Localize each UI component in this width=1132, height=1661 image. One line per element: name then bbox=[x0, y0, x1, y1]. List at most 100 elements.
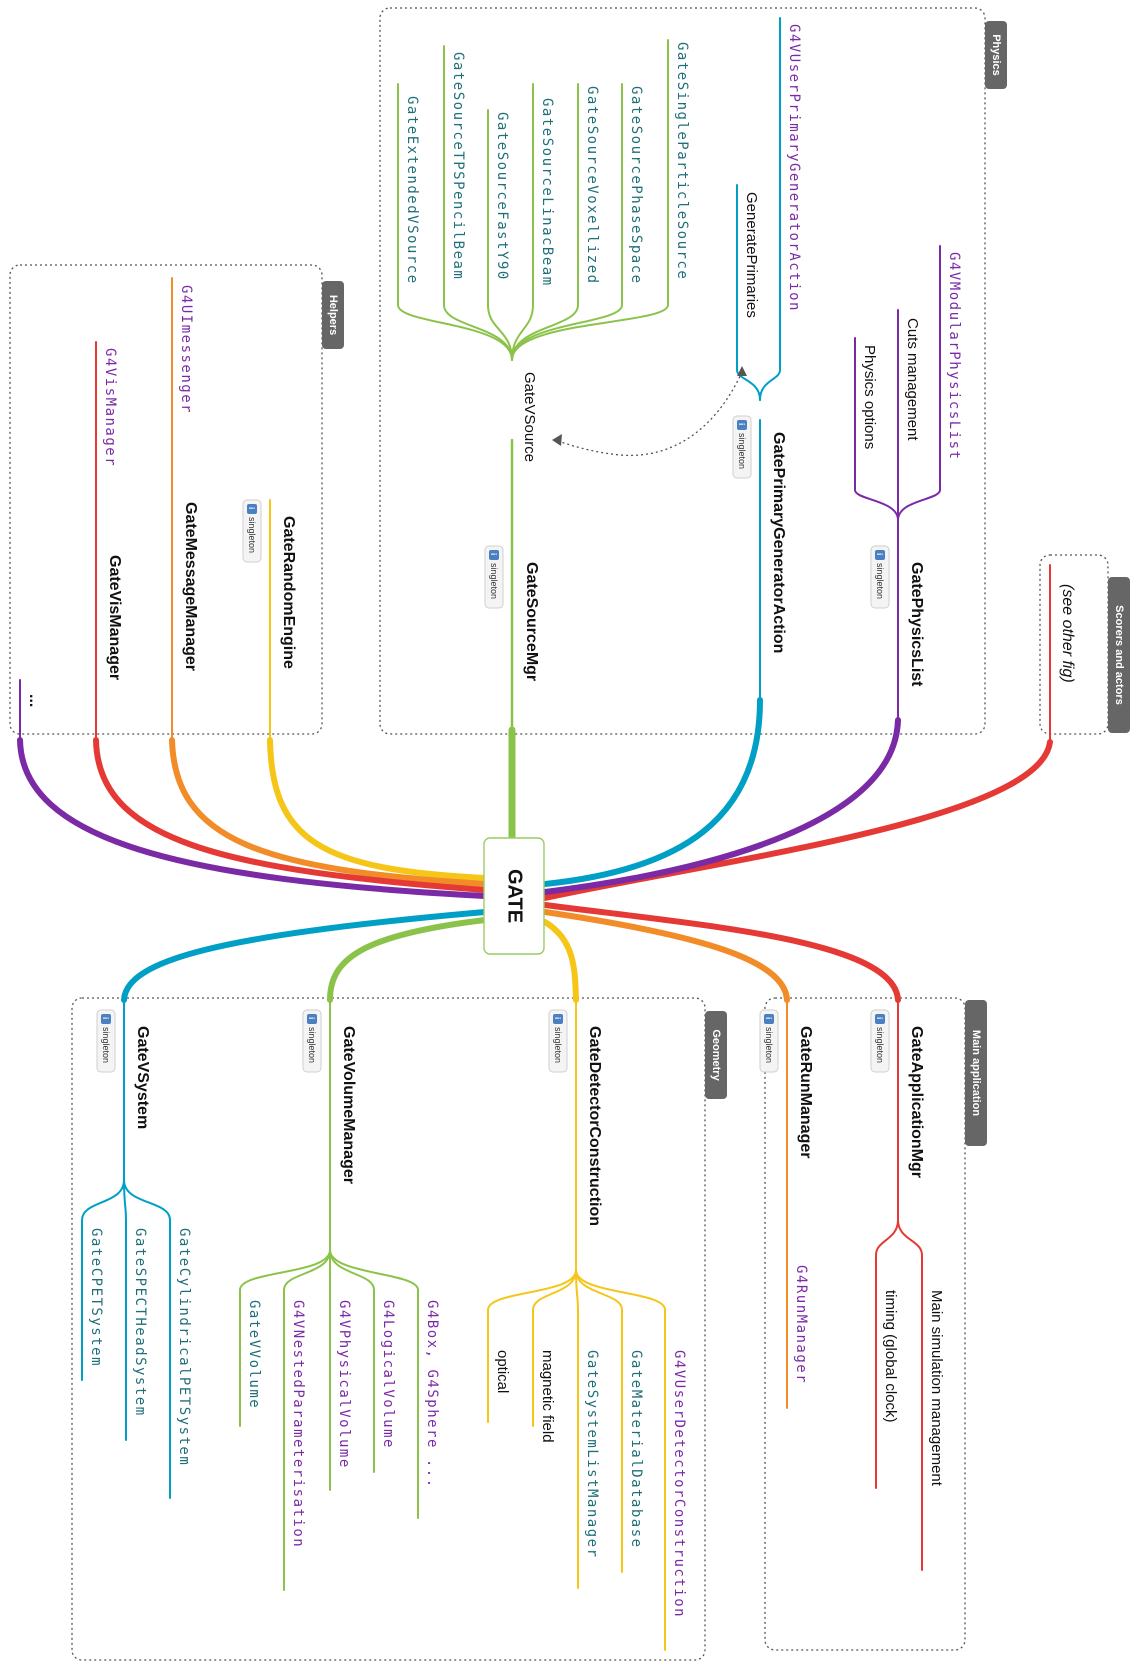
source-mgr-node[interactable]: GateSourceMgr i singleton GateVSource Ga… bbox=[397, 39, 690, 732]
svg-text:singleton: singleton bbox=[875, 1027, 885, 1063]
detector-child-magnetic: magnetic field bbox=[539, 1350, 556, 1443]
svg-text:singleton: singleton bbox=[875, 563, 885, 599]
svg-text:Main application: Main application bbox=[970, 1030, 982, 1116]
branch-application-mgr bbox=[542, 902, 901, 1003]
application-mgr-node[interactable]: GateApplicationMgr i singleton Main simu… bbox=[870, 999, 945, 1571]
main-app-group-tag: Main application bbox=[965, 1000, 987, 1146]
physics-group-tag: Physics bbox=[985, 21, 1007, 89]
run-manager-singleton-badge: i singleton bbox=[759, 1009, 779, 1073]
helpers-group-tag: Helpers bbox=[322, 281, 344, 349]
primary-gen-node[interactable]: GatePrimaryGeneratorAction i singleton G… bbox=[552, 17, 802, 701]
branch-detector-construction bbox=[542, 919, 579, 1003]
svg-text:singleton: singleton bbox=[553, 1027, 563, 1063]
svg-text:i: i bbox=[875, 1017, 884, 1019]
detector-construction-singleton-badge: i singleton bbox=[548, 1009, 568, 1073]
svg-text:i: i bbox=[307, 1017, 316, 1019]
detector-construction-label: GateDetectorConstruction bbox=[586, 1026, 603, 1226]
volume-child-logical: G4LogicalVolume bbox=[380, 1300, 396, 1449]
application-mgr-child-timing: timing (global clock) bbox=[882, 1290, 899, 1423]
center-node[interactable]: GATE bbox=[483, 837, 545, 955]
source-fast-y90: GateSourceFastY90 bbox=[494, 112, 510, 281]
physics-list-child-cuts: Cuts management bbox=[904, 318, 921, 441]
scorers-group-tag: Scorers and actors bbox=[1108, 577, 1130, 733]
svg-text:i: i bbox=[553, 1017, 562, 1019]
random-engine-label: GateRandomEngine bbox=[280, 516, 297, 669]
svg-text:i: i bbox=[875, 553, 884, 555]
source-mgr-label: GateSourceMgr bbox=[523, 562, 540, 681]
source-mgr-singleton-badge: i singleton bbox=[484, 545, 504, 609]
vis-manager-node[interactable]: GateVisManager G4VisManager bbox=[95, 341, 123, 741]
branch-random-engine bbox=[267, 737, 488, 881]
primary-gen-child-g4: G4VUserPrimaryGeneratorAction bbox=[786, 24, 802, 312]
svg-text:i: i bbox=[247, 507, 256, 509]
svg-text:Helpers: Helpers bbox=[327, 295, 339, 335]
physics-list-node[interactable]: GatePhysicsList i singleton G4VModularPh… bbox=[854, 245, 962, 721]
physics-list-child-options: Physics options bbox=[861, 345, 878, 449]
svg-text:Scorers and actors: Scorers and actors bbox=[1113, 605, 1125, 705]
source-linac-beam: GateSourceLinacBeam bbox=[539, 98, 555, 287]
branch-vis-manager bbox=[93, 737, 488, 893]
physics-list-child-modular: G4VModularPhysicsList bbox=[946, 252, 962, 461]
svg-text:singleton: singleton bbox=[101, 1027, 111, 1063]
svg-text:i: i bbox=[489, 553, 498, 555]
application-mgr-child-main: Main simulation management bbox=[928, 1290, 945, 1487]
scorers-group-box bbox=[1039, 554, 1109, 735]
svg-text:Physics: Physics bbox=[990, 34, 1002, 76]
more-helpers-node[interactable]: ... bbox=[19, 679, 43, 741]
source-extended: GateExtendedVSource bbox=[404, 96, 420, 285]
message-manager-node[interactable]: GateMessageManager G4UImessenger bbox=[171, 277, 199, 741]
random-engine-node[interactable]: GateRandomEngine i singleton bbox=[242, 499, 297, 741]
vsystem-node[interactable]: GateVSystem i singleton GateCylindricalP… bbox=[81, 999, 192, 1499]
random-engine-singleton-badge: i singleton bbox=[242, 499, 262, 563]
run-manager-node[interactable]: GateRunManager i singleton G4RunManager bbox=[759, 999, 814, 1409]
scorers-node[interactable]: (see other fig) bbox=[1049, 564, 1076, 743]
detector-child-g4user: G4VUserDetectorConstruction bbox=[671, 1350, 687, 1618]
physics-list-label: GatePhysicsList bbox=[908, 562, 925, 687]
volume-child-vvolume: GateVVolume bbox=[246, 1300, 262, 1409]
primary-gen-child-generate: GeneratePrimaries bbox=[743, 192, 760, 318]
vsystem-child-cpet: GateCPETSystem bbox=[88, 1228, 104, 1367]
volume-child-g4box: G4Box, G4Sphere ... bbox=[424, 1300, 440, 1489]
svg-text:singleton: singleton bbox=[307, 1027, 317, 1063]
primary-gen-label: GatePrimaryGeneratorAction bbox=[770, 432, 787, 653]
branch-scorers bbox=[542, 739, 1053, 901]
source-single-particle: GateSingleParticleSource bbox=[674, 42, 690, 280]
branch-primary-gen bbox=[542, 697, 763, 887]
arrow-tail bbox=[737, 366, 747, 376]
main-app-group-box bbox=[764, 997, 966, 1651]
generate-to-vsource-arrow bbox=[554, 371, 743, 457]
run-manager-label: GateRunManager bbox=[797, 1026, 814, 1158]
branch-volume-manager bbox=[327, 917, 488, 1003]
volume-manager-label: GateVolumeManager bbox=[340, 1026, 357, 1184]
geometry-group-tag: Geometry bbox=[705, 1011, 727, 1099]
svg-text:i: i bbox=[764, 1017, 773, 1019]
vsource-label: GateVSource bbox=[521, 372, 538, 462]
geometry-group-box bbox=[71, 997, 706, 1661]
source-voxellized: GateSourceVoxellized bbox=[584, 86, 600, 285]
detector-construction-node[interactable]: GateDetectorConstruction i singleton G4V… bbox=[487, 999, 687, 1651]
detector-child-material-db: GateMaterialDatabase bbox=[628, 1350, 644, 1549]
vis-manager-child-g4vis: G4VisManager bbox=[102, 348, 118, 467]
arrow-head bbox=[552, 434, 562, 446]
source-tps-pencil: GateSourceTPSPencilBeam bbox=[450, 52, 466, 280]
vsystem-child-cylindrical: GateCylindricalPETSystem bbox=[176, 1228, 192, 1466]
application-mgr-singleton-badge: i singleton bbox=[870, 1009, 890, 1073]
vis-manager-label: GateVisManager bbox=[106, 555, 123, 680]
svg-text:singleton: singleton bbox=[489, 563, 499, 599]
volume-manager-singleton-badge: i singleton bbox=[302, 1009, 322, 1073]
branch-physics-list bbox=[542, 717, 901, 895]
branch-run-manager bbox=[542, 909, 790, 1003]
branch-message-manager bbox=[169, 737, 488, 887]
svg-text:Geometry: Geometry bbox=[710, 1029, 722, 1081]
svg-text:singleton: singleton bbox=[247, 517, 257, 553]
svg-text:singleton: singleton bbox=[764, 1027, 774, 1063]
vsystem-singleton-badge: i singleton bbox=[96, 1009, 116, 1073]
branch-more-helpers bbox=[17, 737, 488, 899]
message-manager-label: GateMessageManager bbox=[182, 502, 199, 671]
source-phase-space: GateSourcePhaseSpace bbox=[628, 86, 644, 285]
run-manager-child-g4run: G4RunManager bbox=[793, 1265, 809, 1384]
application-mgr-label: GateApplicationMgr bbox=[908, 1026, 925, 1178]
branch-vsystem bbox=[121, 909, 488, 1003]
volume-manager-node[interactable]: GateVolumeManager i singleton G4Box, G4S… bbox=[239, 999, 440, 1591]
